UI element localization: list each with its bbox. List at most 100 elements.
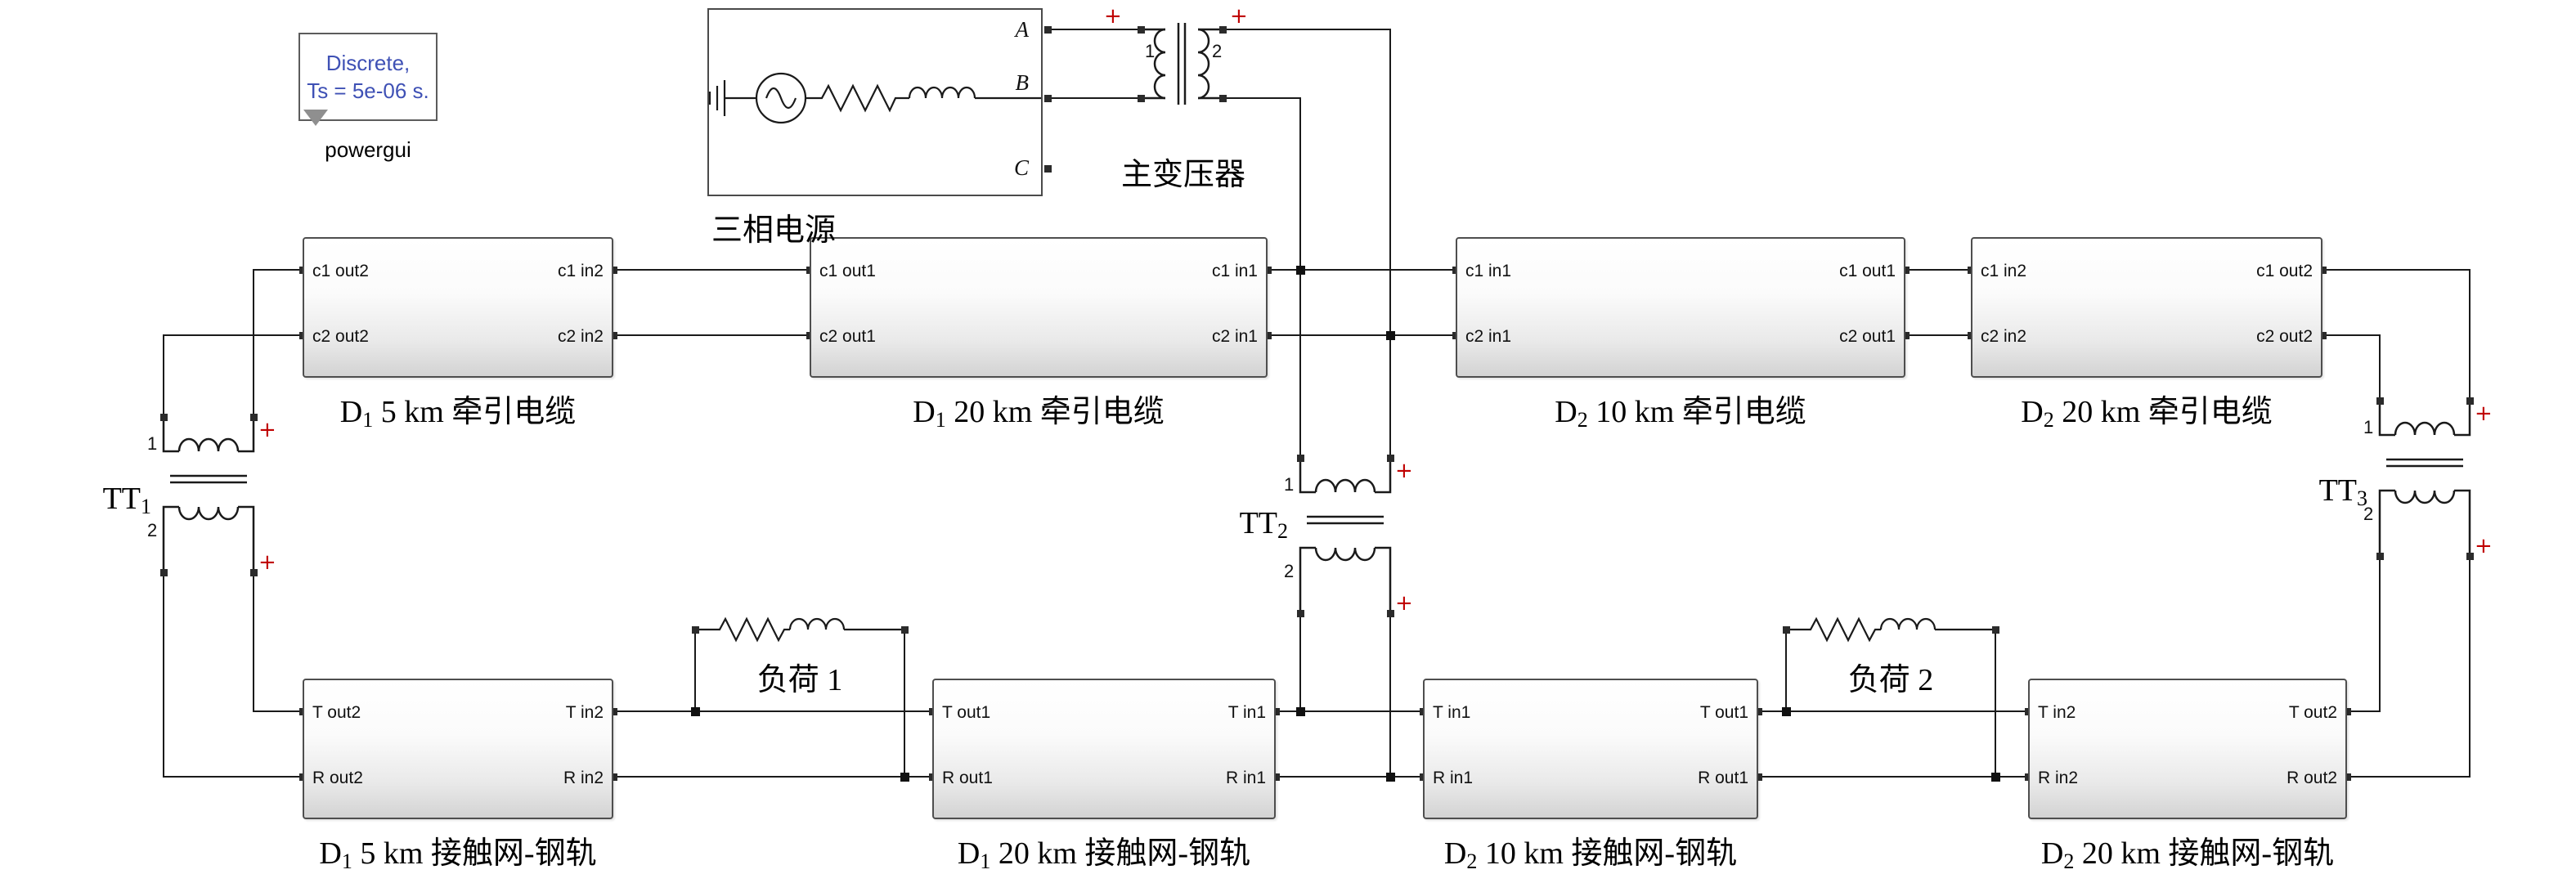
tt1-transformer-icon[interactable]: [162, 415, 255, 574]
tt1-winding2-label: 2: [147, 520, 157, 540]
port-label: c1 out2: [2256, 262, 2313, 280]
polarity-plus-icon: +: [1230, 4, 1248, 29]
main-transformer-winding1-label: 1: [1145, 41, 1155, 61]
caption-subscript: 1: [362, 408, 374, 432]
tt-subscript: 3: [2357, 486, 2367, 510]
port-label: c1 out1: [1839, 262, 1896, 280]
port-label: R out1: [1698, 769, 1748, 787]
caption-subscript: 2: [1577, 408, 1588, 432]
port-label: c1 in2: [557, 262, 604, 280]
powergui-block[interactable]: Discrete, Ts = 5e-06 s.: [298, 33, 438, 126]
main-transformer-icon[interactable]: [1141, 23, 1223, 105]
terminal-a-label: A: [1014, 17, 1030, 42]
block-caption: D2 10 km 接触网-钢轨: [1444, 827, 1737, 874]
block-d2-10km-cable[interactable]: c1 in1 c2 in1 c1 out1 c2 out1: [1456, 237, 1905, 378]
caption-text: 20 km 接触网-钢轨: [2074, 836, 2335, 871]
tt3-label: TT3: [2319, 473, 2367, 511]
port-label: R out2: [2287, 769, 2337, 787]
block-caption: D1 20 km 牵引电缆: [913, 386, 1165, 433]
port-label: R out2: [312, 769, 363, 787]
powergui-line2: Ts = 5e-06 s.: [307, 78, 429, 103]
block-d1-5km-cable[interactable]: c1 out2 c2 out2 c1 in2 c2 in2: [303, 237, 613, 378]
port-label: c1 out1: [819, 262, 876, 280]
block-caption: D1 20 km 接触网-钢轨: [958, 827, 1250, 874]
port-label: c2 in1: [1211, 327, 1258, 346]
port-label: T in1: [1227, 703, 1266, 722]
load2-label: 负荷 2: [1847, 663, 1934, 697]
main-transformer-caption: 主变压器: [1120, 158, 1246, 192]
caption-text: D: [319, 836, 342, 871]
port-label: c2 out1: [819, 327, 876, 346]
caption-subscript: 1: [935, 408, 946, 432]
caption-subscript: 2: [2043, 408, 2054, 432]
caption-text: 20 km 接触网-钢轨: [990, 836, 1251, 871]
port-label: T out1: [1699, 703, 1748, 722]
polarity-plus-icon: +: [1104, 4, 1122, 29]
caption-subscript: 2: [2063, 849, 2075, 873]
block-d2-20km-rail[interactable]: T in2 R in2 T out2 R out2: [2028, 679, 2347, 819]
port-label: T in1: [1433, 703, 1471, 722]
caption-text: 5 km 牵引电缆: [373, 395, 577, 429]
port-label: R out1: [942, 769, 993, 787]
load2-icon[interactable]: [1784, 617, 1997, 642]
three-phase-source-block[interactable]: [707, 8, 1043, 196]
block-d1-5km-rail[interactable]: T out2 R out2 T in2 R in2: [303, 679, 613, 819]
caption-text: D: [2021, 395, 2044, 429]
tt2-transformer-icon[interactable]: [1299, 456, 1392, 615]
tt2-label: TT2: [1240, 505, 1288, 544]
block-d2-10km-rail[interactable]: T in1 R in1 T out1 R out1: [1423, 679, 1758, 819]
tt1-winding1-label: 1: [147, 433, 157, 454]
caption-text: D: [2040, 836, 2064, 871]
polarity-plus-icon: +: [2475, 401, 2493, 426]
inductor-icon: [908, 86, 976, 99]
caption-text: 20 km 牵引电缆: [945, 395, 1165, 429]
caption-subscript: 2: [1466, 849, 1478, 873]
tt-name: TT: [2318, 473, 2357, 508]
tt3-transformer-icon[interactable]: [2378, 399, 2471, 558]
block-caption: D2 10 km 牵引电缆: [1555, 386, 1806, 433]
powergui-line1: Discrete,: [325, 51, 411, 75]
powergui-caption: powergui: [325, 137, 411, 162]
caption-text: 10 km 牵引电缆: [1587, 395, 1806, 429]
caption-subscript: 1: [980, 849, 991, 873]
signal-wires: [163, 29, 2471, 778]
port-label: c1 in1: [1465, 262, 1512, 280]
caption-text: 5 km 接触网-钢轨: [352, 836, 597, 871]
caption-text: D: [957, 836, 981, 871]
port-label: c2 in1: [1465, 327, 1512, 346]
port-label: c2 in2: [1981, 327, 2027, 346]
block-d2-20km-cable[interactable]: c1 in2 c2 in2 c1 out2 c2 out2: [1971, 237, 2322, 378]
port-label: R in2: [2038, 769, 2079, 787]
terminal-squares: [160, 26, 2474, 634]
tt2-winding1-label: 1: [1284, 474, 1294, 495]
port-label: c2 out2: [312, 327, 369, 346]
tt-subscript: 1: [141, 495, 151, 518]
port-label: T out2: [2288, 703, 2337, 722]
sine-icon: [765, 87, 797, 110]
tt1-label: TT1: [103, 481, 151, 519]
caption-text: D: [339, 395, 363, 429]
tt-name: TT: [102, 482, 141, 516]
load1-label: 负荷 1: [756, 663, 843, 697]
resistor-icon: [806, 83, 909, 113]
terminal-c-label: C: [1014, 155, 1030, 180]
port-label: T out1: [942, 703, 991, 722]
main-transformer-winding2-label: 2: [1212, 41, 1222, 61]
polarity-plus-icon: +: [2475, 534, 2493, 558]
port-label: T in2: [565, 703, 604, 722]
caption-text: 20 km 牵引电缆: [2053, 395, 2273, 429]
load1-icon[interactable]: [693, 617, 906, 642]
three-phase-source-icon[interactable]: [708, 72, 1041, 124]
port-label: R in1: [1433, 769, 1474, 787]
block-caption: D2 20 km 牵引电缆: [2021, 386, 2273, 433]
tt2-winding2-label: 2: [1284, 561, 1294, 581]
port-label: R in1: [1225, 769, 1266, 787]
block-d1-20km-rail[interactable]: T out1 R out1 T in1 R in1: [932, 679, 1276, 819]
polarity-plus-icon: +: [1395, 591, 1413, 616]
port-label: c2 in2: [557, 327, 604, 346]
block-d1-20km-cable[interactable]: c1 out1 c2 out1 c1 in1 c2 in1: [810, 237, 1268, 378]
port-label: T out2: [312, 703, 361, 722]
caption-text: D: [1443, 836, 1467, 871]
block-caption: D1 5 km 牵引电缆: [340, 386, 577, 433]
